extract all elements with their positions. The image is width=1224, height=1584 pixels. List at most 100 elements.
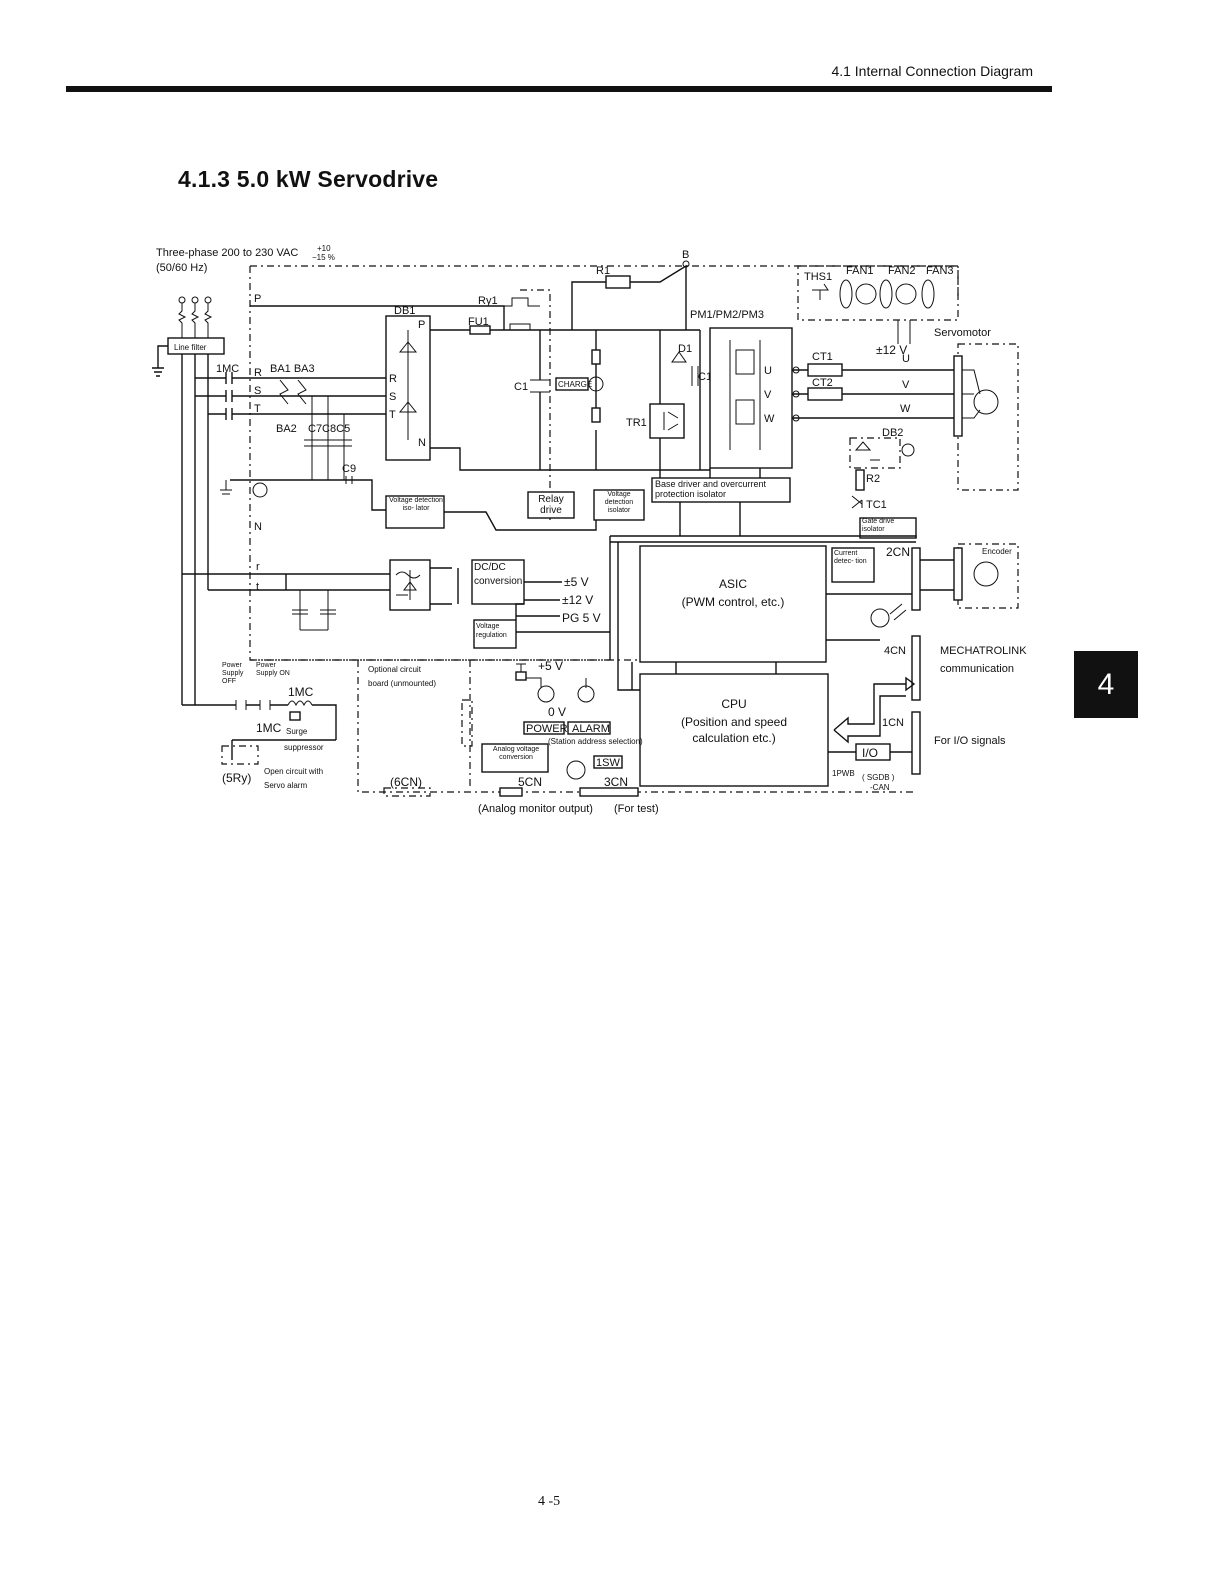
- charge-resistor-2: [591, 407, 601, 423]
- db2-ground-icon: [901, 443, 915, 457]
- d1-diode-icon: [671, 351, 687, 363]
- charge-resistor: [591, 349, 601, 365]
- supply-terminals-icon: [178, 296, 213, 338]
- sw1-switch[interactable]: [593, 755, 623, 769]
- relay-drive-label: Relay drive: [538, 494, 564, 516]
- tc1-label: TC1: [866, 499, 887, 511]
- voltage-detection-isolator-2-label: Voltage detection isolator: [604, 491, 634, 514]
- db1-label: DB1: [394, 305, 415, 317]
- tr1-icon: [663, 411, 679, 431]
- encoder-label: Encoder: [982, 547, 1012, 556]
- encoder-wires: [920, 559, 954, 591]
- gate-drive-isolator-label: Gate drive isolator: [862, 518, 895, 533]
- pm-inverter: [709, 327, 793, 469]
- power-off-label: Power Supply OFF: [222, 662, 244, 685]
- dcdc-label: DC/DC conversion: [474, 562, 523, 587]
- motor-connector: [953, 355, 963, 437]
- led-resistor: [515, 671, 527, 681]
- ct1: [807, 363, 843, 377]
- cn5-connector: [499, 787, 523, 797]
- r1-resistor: [605, 275, 631, 289]
- cn3-label: 3CN: [604, 775, 628, 789]
- c1-label: C1: [514, 381, 528, 393]
- optional-connector: [461, 699, 473, 747]
- control-filter-icon: [292, 590, 336, 631]
- encoder-connector: [953, 547, 963, 601]
- motor-u: U: [902, 353, 910, 365]
- control-boundary: [250, 659, 640, 790]
- fan2-label: FAN2: [888, 265, 916, 277]
- regen-wires: [571, 264, 687, 330]
- open-circuit-label-1: Open circuit with: [264, 767, 323, 776]
- light-arrow-icon: [889, 603, 907, 621]
- cn6-label: (6CN): [390, 775, 422, 789]
- mc1-coil-label: 1MC: [288, 685, 314, 699]
- optional-board-label-2: board (unmounted): [368, 679, 436, 688]
- station-address-label: (Station address selection): [548, 737, 643, 746]
- cn1-connector: [911, 711, 921, 775]
- led-supply-wires: [516, 663, 587, 688]
- braking-wires: [659, 330, 701, 470]
- b-terminal-icon: [682, 260, 690, 268]
- tr1-transistor: [649, 403, 685, 439]
- section-title: 4.1.3 5.0 kW Servodrive: [178, 166, 439, 192]
- control-supply-wires: [182, 573, 390, 591]
- ba2-label: BA2: [276, 423, 297, 435]
- d1-label: D1: [678, 343, 692, 355]
- pwb-label: 1PWB: [832, 769, 855, 778]
- sgdb-label: ( SGDB ): [862, 773, 895, 782]
- supply-label: Three-phase 200 to 230 VAC: [156, 247, 298, 259]
- phase-wires: [195, 377, 250, 415]
- servomotor-boundary: [957, 343, 1019, 491]
- db1-t: T: [389, 409, 396, 421]
- asic-right-wires: [826, 593, 912, 641]
- cpu-sub-label-1: (Position and speed: [681, 715, 787, 729]
- chapter-tab[interactable]: 4: [1074, 651, 1138, 718]
- current-detection: [831, 547, 875, 583]
- servomotor-icon: [973, 389, 999, 415]
- asic-cpu-bus: [631, 662, 777, 690]
- c1-icon: [530, 379, 550, 393]
- analog-voltage-conversion: [481, 743, 549, 773]
- plus5v-label: +5 V: [538, 659, 563, 673]
- supply-tol-plus: +10: [317, 244, 331, 253]
- ct2-label: CT2: [812, 377, 833, 389]
- mechatrolink-label-2: communication: [940, 663, 1014, 675]
- cn2-label: 2CN: [886, 545, 910, 559]
- surge-label-1: Surge: [286, 727, 308, 736]
- running-header: 4.1 Internal Connection Diagram: [831, 63, 1033, 79]
- rotary-switch-icon[interactable]: [566, 760, 586, 780]
- voltage-regulator: [473, 619, 517, 649]
- db2-icon: [854, 441, 880, 461]
- optional-board-label-1: Optional circuit: [368, 665, 422, 674]
- asic-label: ASIC: [719, 577, 747, 591]
- base-driver-block: [651, 477, 791, 503]
- voltage-detection-isolator-1-label: Voltage detection iso- lator: [389, 497, 443, 512]
- supply-wires: [181, 354, 209, 705]
- rst-bus: [250, 377, 386, 415]
- base-driver-wires: [659, 468, 761, 536]
- out-pg5v-label: PG 5 V: [562, 611, 601, 625]
- tr1-label: TR1: [626, 417, 647, 429]
- encoder-icon: [973, 561, 999, 587]
- alarm-led-frame: [567, 721, 611, 735]
- cpu-label: CPU: [721, 697, 746, 711]
- mc1-aux-label: 1MC: [256, 721, 282, 735]
- db2-label: DB2: [882, 427, 903, 439]
- drive-boundary: [249, 265, 959, 793]
- ry5-contact: [221, 745, 259, 765]
- alarm-led-icon: [577, 685, 595, 703]
- mc1-coil-icon: [235, 700, 313, 710]
- terminal-t-small: t: [256, 581, 259, 593]
- fan1-label: FAN1: [846, 265, 874, 277]
- r2-label: R2: [866, 473, 880, 485]
- charge-lamp: [555, 377, 589, 391]
- db1-s: S: [389, 391, 396, 403]
- terminal-n: N: [254, 521, 262, 533]
- cn6-connector: [383, 787, 431, 797]
- terminal-s: S: [254, 385, 261, 397]
- relay-drive: [527, 491, 575, 519]
- ground-bus: [230, 479, 386, 511]
- terminal-p: P: [254, 293, 261, 305]
